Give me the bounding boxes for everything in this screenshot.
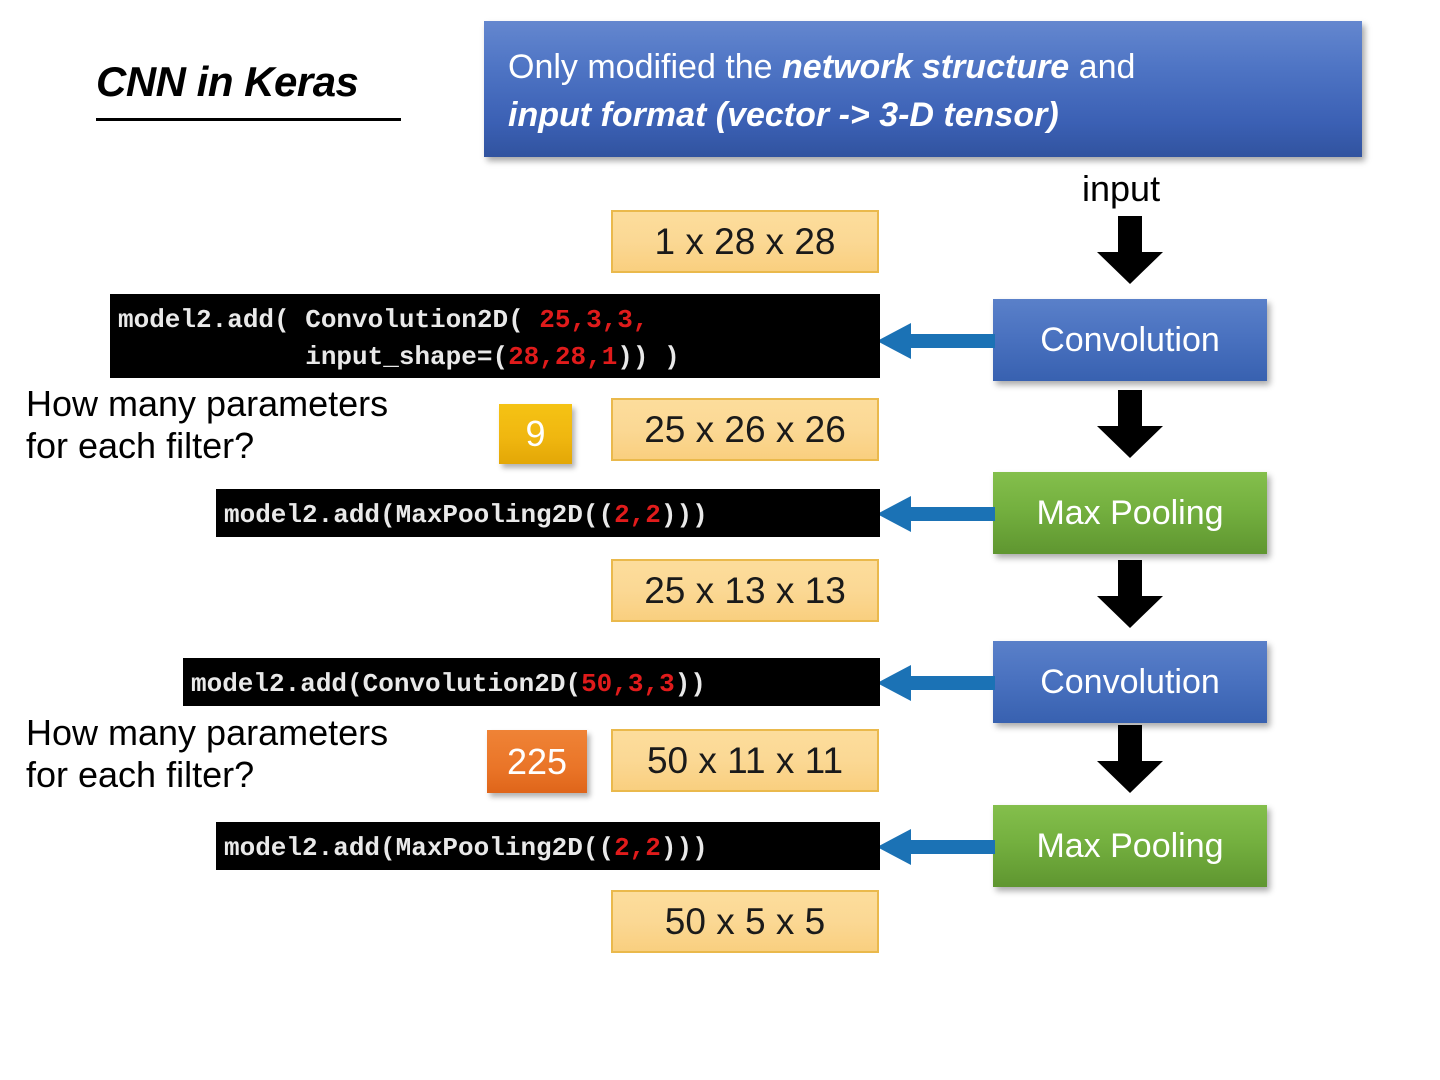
connector-arrow-left-icon [877,494,995,534]
stage-box-convolution-1[interactable]: Convolution [993,299,1267,381]
flow-arrow-down-icon [1097,216,1163,284]
code-highlight: 25,3,3, [539,305,649,335]
banner-text-before: Only modified the [508,48,783,86]
shape-text: 25 x 13 x 13 [644,569,846,611]
code-text: ))) [660,833,708,863]
flow-arrow-down-icon [1097,560,1163,628]
code-text: ))) [660,500,708,530]
code-text: )) ) [617,341,680,372]
question-parameters-conv1: How many parameters for each filter? [26,383,388,468]
title-underline [96,118,401,121]
callout-banner: Only modified the network structure and … [484,21,1362,157]
code-block-max-pooling-1[interactable]: model2.add(MaxPooling2D((2,2))) [216,489,880,537]
code-block-convolution-1[interactable]: model2.add( Convolution2D( 25,3,3, input… [110,294,880,378]
param-count-badge-225: 225 [487,730,587,793]
shape-box-input: 1 x 28 x 28 [611,210,879,273]
code-text: model2.add(Convolution2D( [191,669,582,699]
question-line: for each filter? [26,754,255,796]
code-block-convolution-2[interactable]: model2.add(Convolution2D(50,3,3)) [183,658,880,706]
shape-text: 50 x 11 x 11 [646,739,844,781]
code-highlight: 28,28,1 [508,341,618,372]
banner-emphasis-network-structure: network structure [782,48,1070,86]
param-count-value: 9 [525,413,546,454]
stage-label: Max Pooling [1036,493,1224,532]
shape-text: 25 x 26 x 26 [644,408,846,450]
stage-box-convolution-2[interactable]: Convolution [993,641,1267,723]
param-count-value: 225 [506,740,568,782]
code-highlight: 50,3,3 [581,669,675,699]
shape-box-after-pool1: 25 x 13 x 13 [611,559,879,622]
code-text: model2.add(MaxPooling2D(( [224,833,615,863]
code-highlight: 2,2 [614,833,661,863]
code-highlight: 2,2 [614,500,661,530]
shape-text: 50 x 5 x 5 [664,900,826,942]
code-text: )) [674,669,706,699]
question-line: How many parameters [26,383,389,424]
connector-arrow-left-icon [877,827,995,867]
code-text: model2.add( Convolution2D( [118,305,540,335]
stage-box-max-pooling-2[interactable]: Max Pooling [993,805,1267,887]
stage-label: Max Pooling [1036,826,1224,865]
code-block-max-pooling-2[interactable]: model2.add(MaxPooling2D((2,2))) [216,822,880,870]
code-text: model2.add(MaxPooling2D(( [224,500,615,530]
stage-box-max-pooling-1[interactable]: Max Pooling [993,472,1267,554]
shape-text: 1 x 28 x 28 [654,220,836,262]
shape-box-after-conv1: 25 x 26 x 26 [611,398,879,461]
question-line: for each filter? [26,425,255,467]
flow-arrow-down-icon [1097,725,1163,793]
input-label: input [1082,168,1161,209]
shape-box-after-pool2: 50 x 5 x 5 [611,890,879,953]
banner-text-after: and [1069,48,1136,86]
flow-arrow-down-icon [1097,390,1163,458]
banner-line-1: Only modified the network structure and [508,43,1338,91]
question-parameters-conv2: How many parameters for each filter? [26,712,388,797]
banner-emphasis-input-format: input format (vector -> 3-D tensor) [508,96,1059,135]
connector-arrow-left-icon [877,321,995,361]
code-text: input_shape=( [118,341,509,372]
connector-arrow-left-icon [877,663,995,703]
banner-line-2: input format (vector -> 3-D tensor) [508,91,1338,139]
stage-label: Convolution [1040,320,1220,359]
page-title: CNN in Keras [96,58,359,105]
shape-box-after-conv2: 50 x 11 x 11 [611,729,879,792]
stage-label: Convolution [1040,662,1220,701]
question-line: How many parameters [26,712,389,753]
param-count-badge-9: 9 [499,404,572,464]
